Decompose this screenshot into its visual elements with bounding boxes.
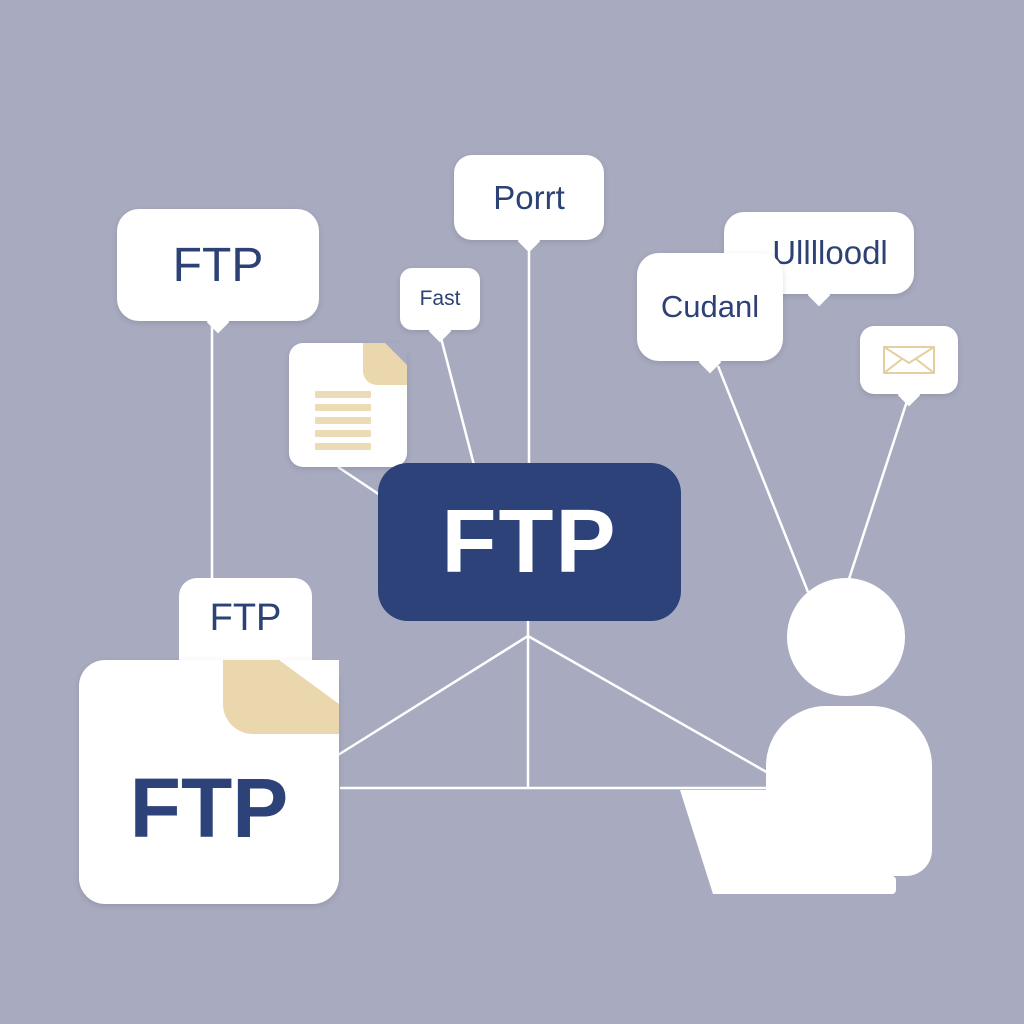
mail-bubble [860,326,958,394]
page-fold [363,343,407,385]
upload-label: Ulllloodl [772,234,888,271]
document-icon [289,343,407,467]
fast-bubble: Fast [400,268,480,330]
connector-hub-left [337,634,529,757]
ftp-bubble: FTP [117,209,319,321]
connector-mail [846,397,910,583]
user-head [787,578,905,696]
fast-label: Fast [419,287,461,310]
ftp-tab-label: FTP [209,596,282,639]
connector-fast [438,333,476,466]
central-ftp-label: FTP [441,491,618,592]
cudanl-label: Cudanl [660,289,760,324]
envelope-icon [883,346,935,374]
document-lines [315,391,371,456]
connector-hub-right [527,634,771,776]
cudanl-bubble: Cudanl [637,253,783,361]
connector-cudanl [716,365,810,593]
ftp-file-icon: FTP [79,660,339,904]
file-fold [223,660,339,734]
central-ftp-node: FTP [378,463,681,621]
ftp-bubble-label: FTP [172,238,264,292]
ftp-file-label: FTP [129,761,289,855]
user-icon [680,578,940,898]
port-label: Porrt [493,178,565,216]
connector-document [337,465,384,499]
laptop-base [720,876,896,894]
port-bubble: Porrt [454,155,604,240]
